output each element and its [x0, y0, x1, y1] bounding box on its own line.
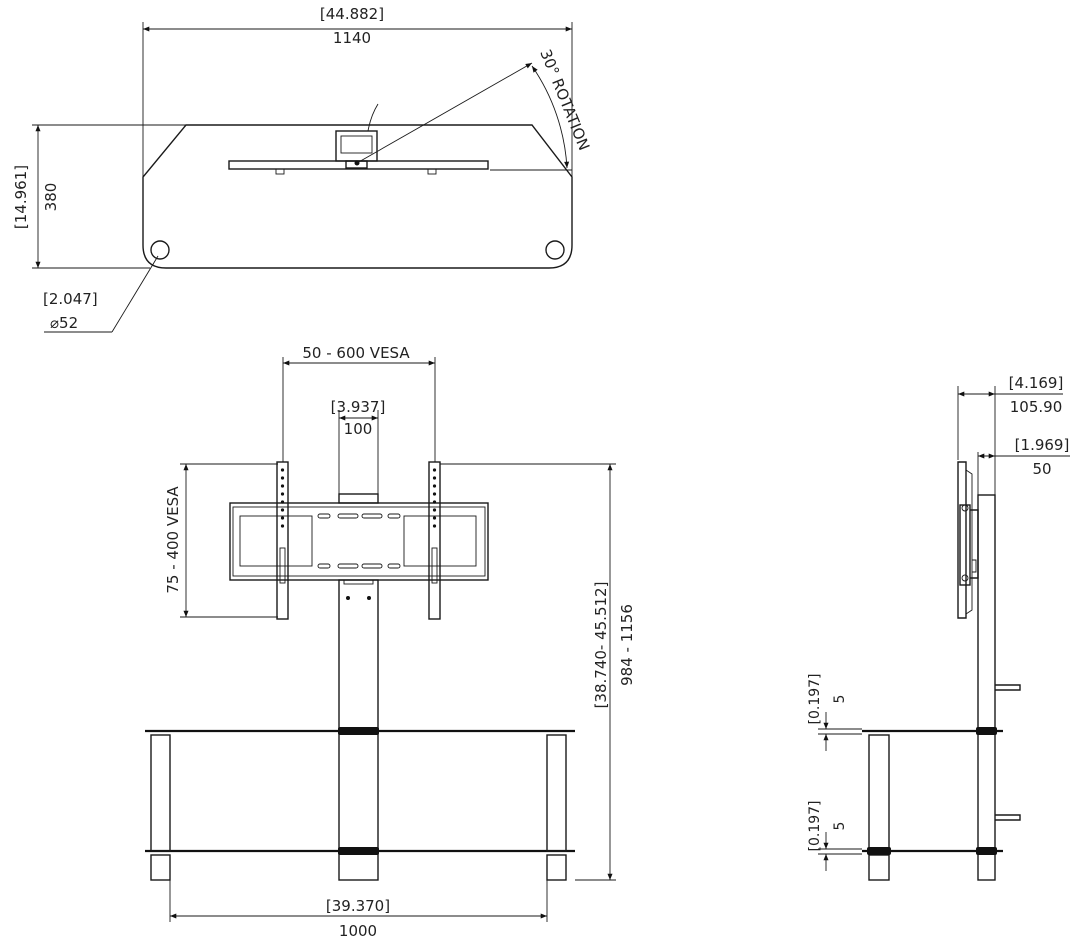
side-column [977, 494, 996, 881]
top-view: [44.882] 1140 [14.961] 380 30° ROTATION … [12, 5, 593, 333]
rotation-label: 30° ROTATION [536, 47, 593, 153]
glass-thickness-2-mm: 5 [832, 822, 848, 831]
left-bracket-arm [276, 461, 289, 620]
base-width-inch: [39.370] [326, 897, 390, 915]
front-mount-plate [229, 502, 489, 581]
glass-thickness-1-mm: 5 [832, 695, 848, 704]
top-height-mm: 380 [42, 183, 60, 212]
glass-thickness-1-inch: [0.197] [807, 673, 823, 724]
side-depth-inch: [4.169] [1009, 374, 1064, 392]
top-view-outline [142, 124, 573, 269]
side-view: [4.169] 105.90 [1.969] 50 [ [807, 374, 1070, 881]
top-width-inch: [44.882] [320, 5, 384, 23]
top-width-mm: 1140 [333, 29, 371, 47]
top-height-inch: [14.961] [12, 165, 30, 229]
side-bracket-plate [957, 461, 967, 619]
front-left-leg [150, 734, 171, 852]
side-leg [868, 734, 890, 852]
front-view: 50 - 600 VESA [3.937] 100 75 - 400 VESA … [145, 344, 636, 940]
base-width-mm: 1000 [339, 922, 377, 940]
side-depth-mm: 105.90 [1010, 398, 1063, 416]
hole-inch: [2.047] [43, 290, 98, 308]
overall-height-inch: [38.740- 45.512] [592, 582, 610, 709]
right-hole [545, 240, 565, 260]
front-right-leg [546, 734, 567, 852]
vesa-h-label: 50 - 600 VESA [302, 344, 410, 362]
vesa-v-label: 75 - 400 VESA [164, 486, 182, 594]
column-width-inch: [3.937] [331, 398, 386, 416]
side-offset-mm: 50 [1032, 460, 1051, 478]
glass-thickness-2-inch: [0.197] [807, 800, 823, 851]
rotation-arc [531, 65, 570, 169]
hole-mm: ⌀52 [50, 314, 78, 332]
right-bracket-arm [428, 461, 441, 620]
overall-height-mm: 984 - 1156 [618, 604, 636, 686]
left-hole [150, 240, 170, 260]
top-bracket [335, 130, 378, 162]
column-width-mm: 100 [344, 420, 373, 438]
side-offset-inch: [1.969] [1015, 436, 1070, 454]
